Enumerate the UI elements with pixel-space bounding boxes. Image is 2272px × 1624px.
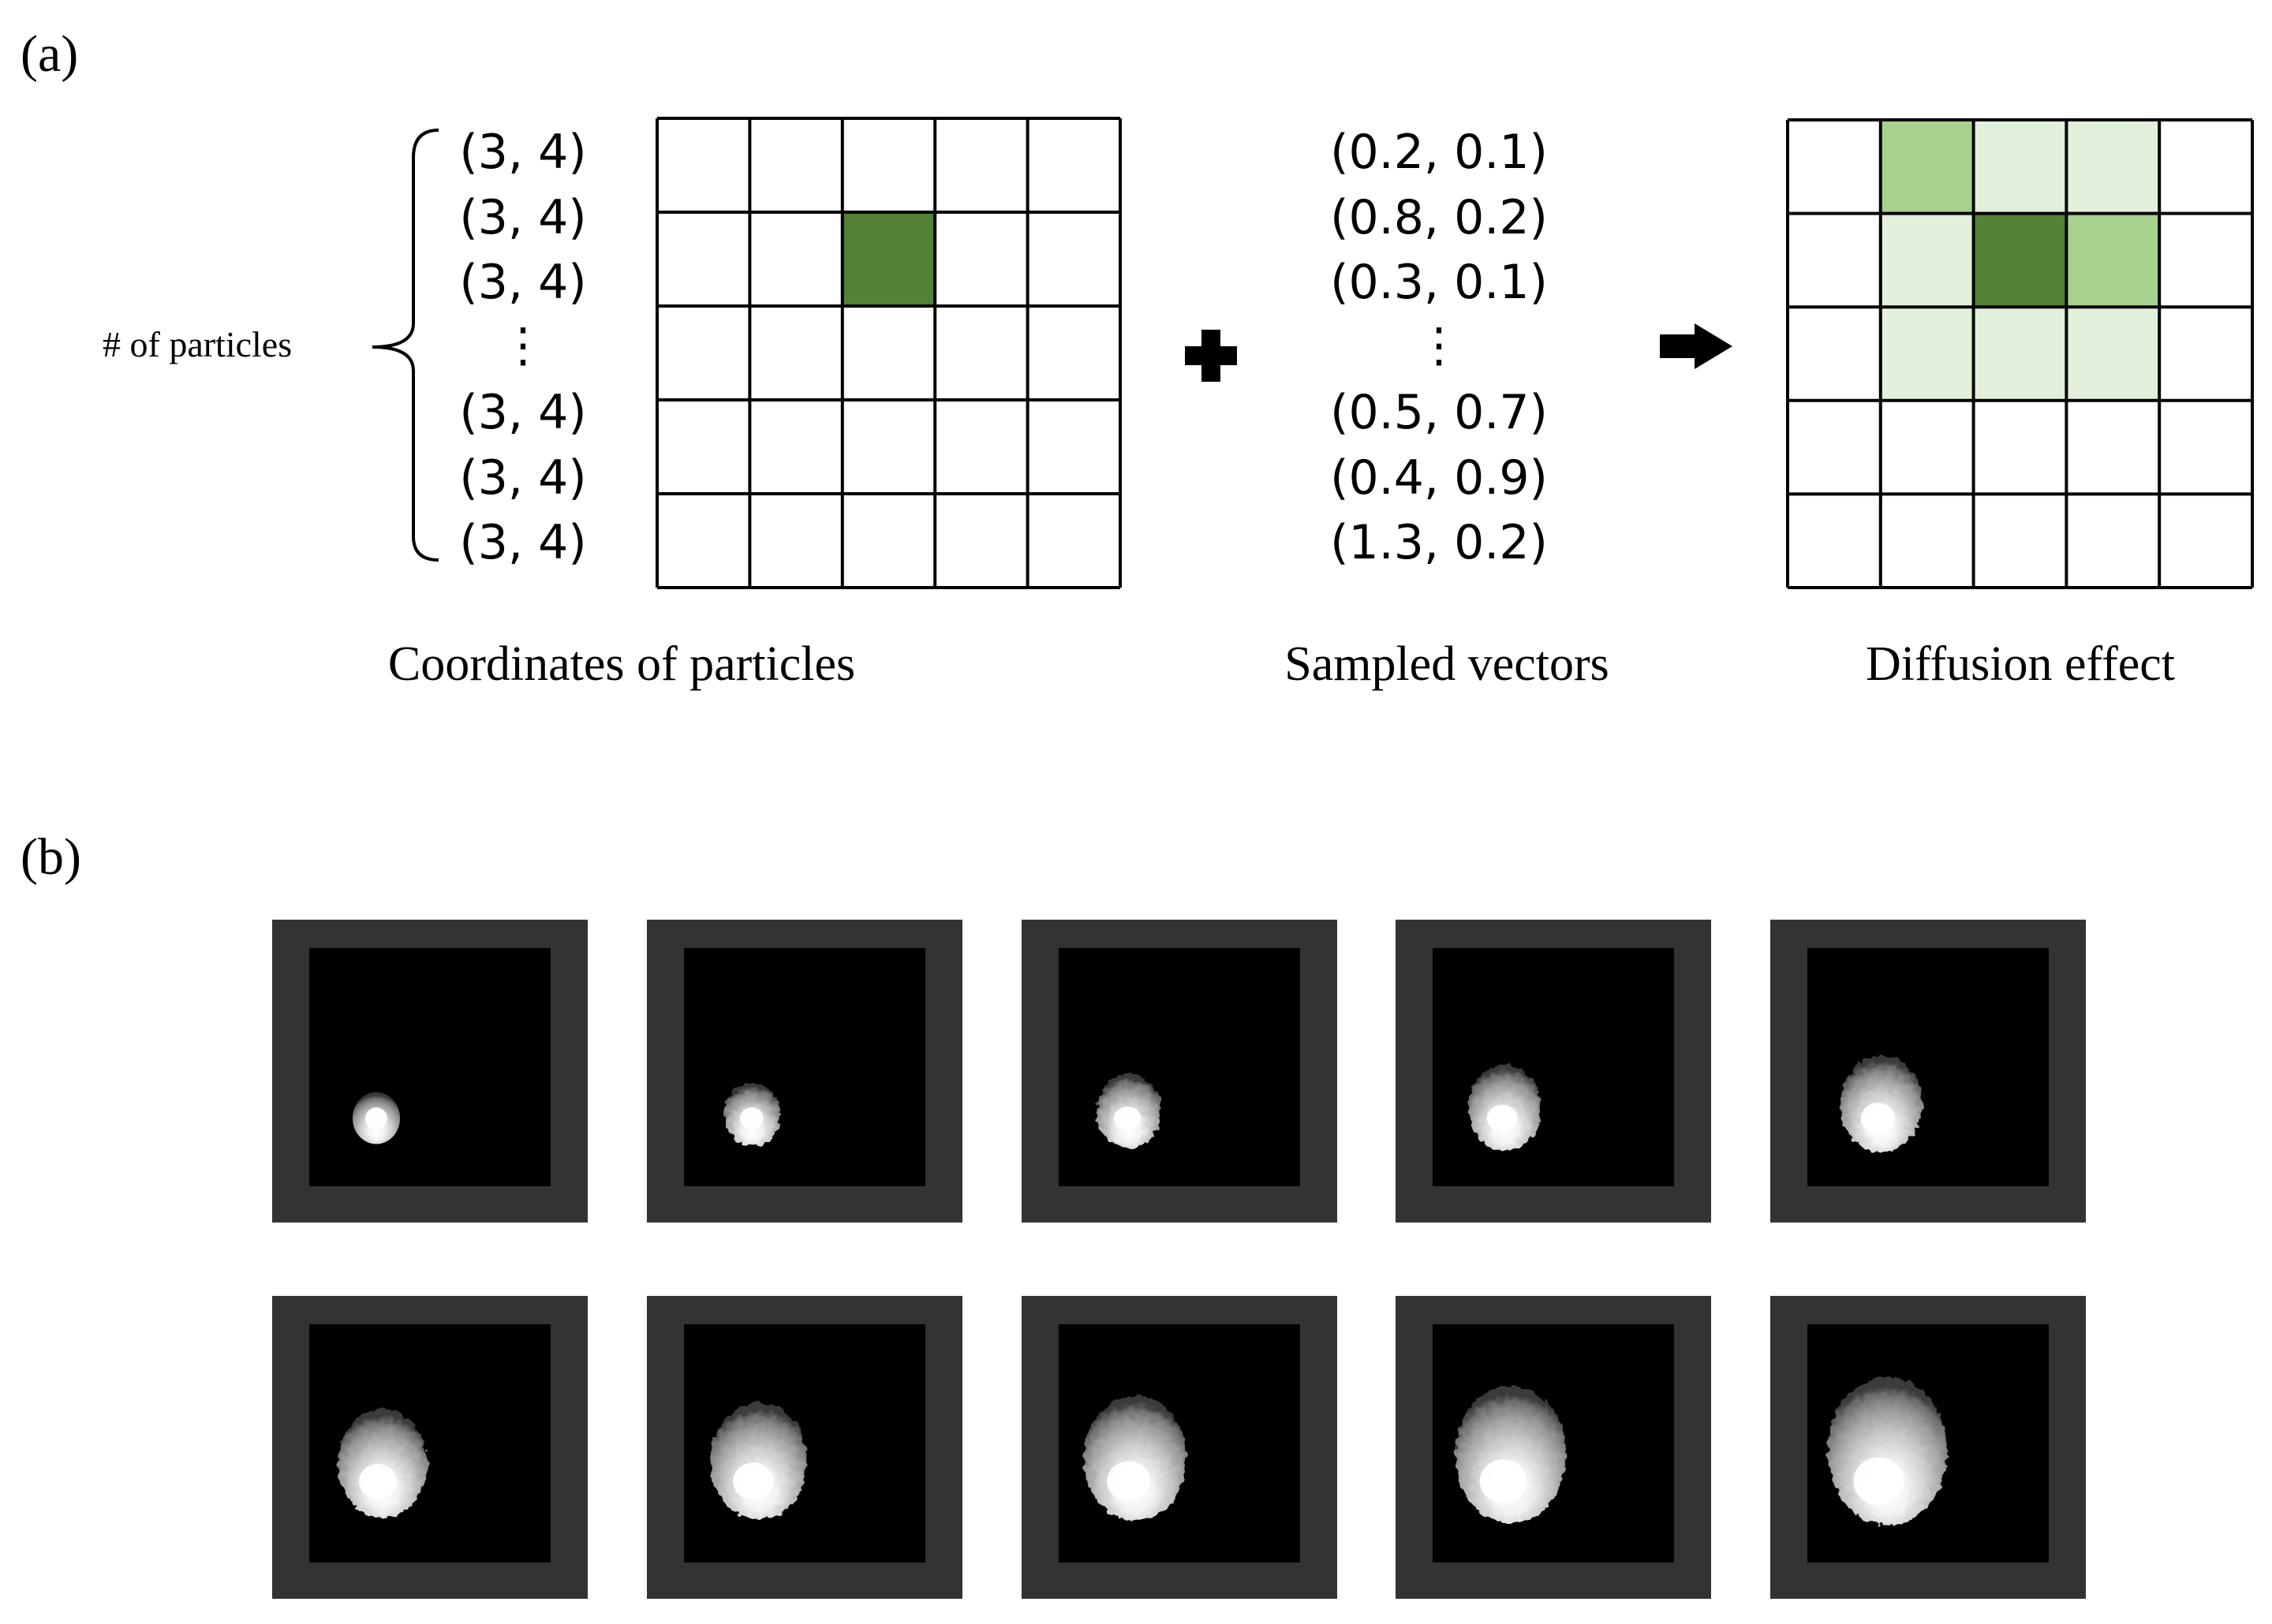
diffusion-frame: [1022, 1296, 1337, 1599]
caption-coordinates: Coordinates of particles: [388, 637, 855, 691]
diffusion-frame: [647, 1296, 962, 1599]
arrow-right-icon: [1660, 323, 1732, 369]
coordinate-ellipsis: ⋮: [499, 318, 547, 373]
diffused-cell: [1880, 307, 1974, 401]
vector-ellipsis: ⋮: [1415, 318, 1463, 373]
coordinates-grid: [656, 117, 1122, 589]
diffusion-frame: [1770, 920, 2086, 1223]
coordinate-item: (3, 4): [459, 255, 586, 310]
plus-icon: [1185, 330, 1237, 382]
diffusion-frame: [272, 1296, 588, 1599]
diffusion-frame: [272, 920, 588, 1223]
particle-cloud: [1083, 1395, 1187, 1521]
particle-source-core: [365, 1107, 387, 1129]
diffusion-frame: [1770, 1296, 2086, 1599]
diffusion-frame: [1022, 920, 1337, 1223]
diffused-cell: [1973, 213, 2067, 308]
particle-cloud: [711, 1402, 807, 1520]
particle-cloud: [1455, 1386, 1567, 1523]
diffusion-frame: [1396, 1296, 1711, 1599]
particle-source-core: [1113, 1106, 1142, 1131]
diffusion-frame: [647, 920, 962, 1223]
particle-source-core: [359, 1463, 397, 1499]
panel-b-label: (b): [21, 828, 81, 886]
vector-item: (0.8, 0.2): [1330, 190, 1548, 245]
diffused-cell: [1880, 120, 1974, 214]
coordinate-item: (3, 4): [459, 125, 586, 180]
vector-item: (0.5, 0.7): [1330, 385, 1548, 440]
diffused-cell: [1973, 120, 2067, 214]
vector-item: (0.2, 0.1): [1330, 125, 1548, 180]
particle-source-core: [1479, 1459, 1527, 1503]
particle-source-core: [1107, 1461, 1150, 1502]
coordinate-item: (3, 4): [459, 515, 586, 570]
diffusion-frame: [1396, 920, 1711, 1223]
diffusion-frames: [272, 920, 2086, 1599]
coordinates-list: (3, 4) (3, 4) (3, 4) ⋮ (3, 4) (3, 4) (3,…: [459, 125, 586, 570]
caption-diffusion: Diffusion effect: [1866, 637, 2175, 691]
occupied-cell: [842, 212, 936, 306]
frame-canvas: [309, 948, 551, 1186]
frame-canvas: [1433, 948, 1674, 1186]
diffusion-grid: [1786, 118, 2254, 589]
diffused-cell: [1880, 213, 1974, 308]
diffused-cell: [1973, 307, 2067, 401]
frame-canvas: [684, 948, 925, 1186]
diffused-cell: [2066, 213, 2160, 308]
caption-vectors: Sampled vectors: [1284, 637, 1609, 691]
particle-source-core: [739, 1107, 764, 1129]
vectors-list: (0.2, 0.1) (0.8, 0.2) (0.3, 0.1) ⋮ (0.5,…: [1330, 125, 1548, 570]
coordinate-item: (3, 4): [459, 385, 586, 440]
particle-source-core: [733, 1462, 774, 1500]
diffused-cell: [2066, 307, 2160, 401]
particles-count-label: # of particles: [103, 324, 292, 364]
particle-source-core: [1860, 1103, 1896, 1134]
diffused-cell: [2066, 120, 2160, 214]
vector-item: (0.4, 0.9): [1330, 450, 1548, 506]
particle-source-core: [1853, 1457, 1904, 1506]
frame-canvas: [1807, 948, 2049, 1186]
vector-item: (0.3, 0.1): [1330, 255, 1548, 310]
panel-b: (b): [21, 828, 2086, 1599]
particle-source-core: [1486, 1104, 1518, 1133]
coordinate-item: (3, 4): [459, 190, 586, 245]
panel-a: (a) # of particles (3, 4) (3, 4) (3, 4) …: [21, 25, 2254, 691]
panel-a-label: (a): [21, 25, 78, 83]
frame-canvas: [1059, 948, 1300, 1186]
coordinate-item: (3, 4): [459, 450, 586, 506]
particle-cloud: [337, 1409, 428, 1518]
vector-item: (1.3, 0.2): [1330, 515, 1548, 570]
particles-brace: [372, 129, 439, 562]
